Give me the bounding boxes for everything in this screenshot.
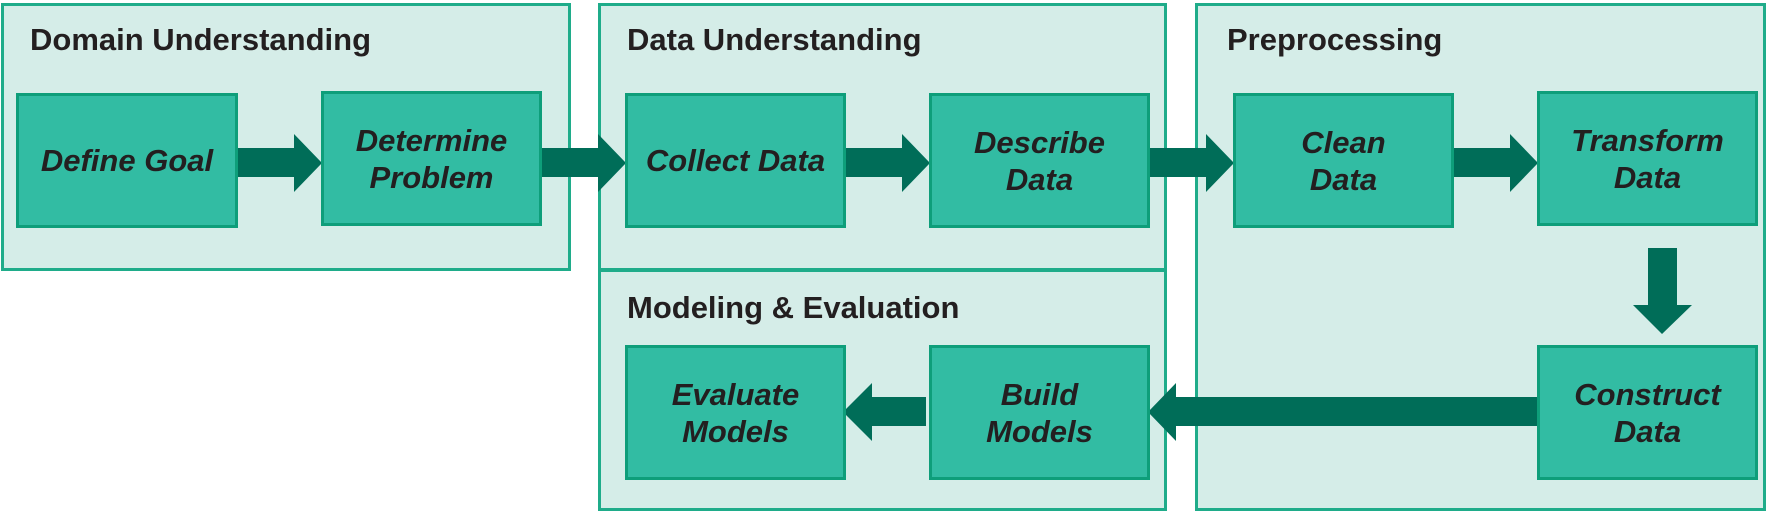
step-label: Build Models bbox=[986, 376, 1093, 449]
step-define-goal[interactable]: Define Goal bbox=[16, 93, 238, 228]
arrow-build-models-to-evaluate-models bbox=[843, 383, 926, 441]
step-label: Transform Data bbox=[1571, 122, 1724, 195]
step-label: Determine Problem bbox=[355, 122, 508, 195]
step-collect-data[interactable]: Collect Data bbox=[625, 93, 846, 228]
step-label: Clean Data bbox=[1301, 124, 1386, 197]
step-clean-data[interactable]: Clean Data bbox=[1233, 93, 1454, 228]
panel-title: Modeling & Evaluation bbox=[627, 290, 960, 325]
arrow-transform-data-to-construct-data bbox=[1633, 248, 1692, 334]
step-label: Describe Data bbox=[974, 124, 1105, 197]
step-determine-problem[interactable]: Determine Problem bbox=[321, 91, 542, 226]
arrow-determine-problem-to-collect-data bbox=[542, 134, 626, 192]
arrow-define-goal-to-determine-problem bbox=[238, 134, 322, 192]
step-evaluate-models[interactable]: Evaluate Models bbox=[625, 345, 846, 480]
step-construct-data[interactable]: Construct Data bbox=[1537, 345, 1758, 480]
panel-title: Domain Understanding bbox=[30, 22, 372, 57]
step-label: Collect Data bbox=[645, 143, 826, 178]
arrow-collect-data-to-describe-data bbox=[846, 134, 930, 192]
step-label: Evaluate Models bbox=[671, 376, 800, 449]
step-label: Define Goal bbox=[40, 143, 214, 178]
step-label: Construct Data bbox=[1574, 376, 1721, 449]
step-transform-data[interactable]: Transform Data bbox=[1537, 91, 1758, 226]
step-describe-data[interactable]: Describe Data bbox=[929, 93, 1150, 228]
arrow-construct-data-to-build-models bbox=[1148, 383, 1540, 441]
arrow-clean-data-to-transform-data bbox=[1454, 134, 1538, 192]
panel-title: Preprocessing bbox=[1227, 22, 1443, 57]
arrow-describe-data-to-clean-data bbox=[1150, 134, 1234, 192]
panel-title: Data Understanding bbox=[627, 22, 922, 57]
step-build-models[interactable]: Build Models bbox=[929, 345, 1150, 480]
